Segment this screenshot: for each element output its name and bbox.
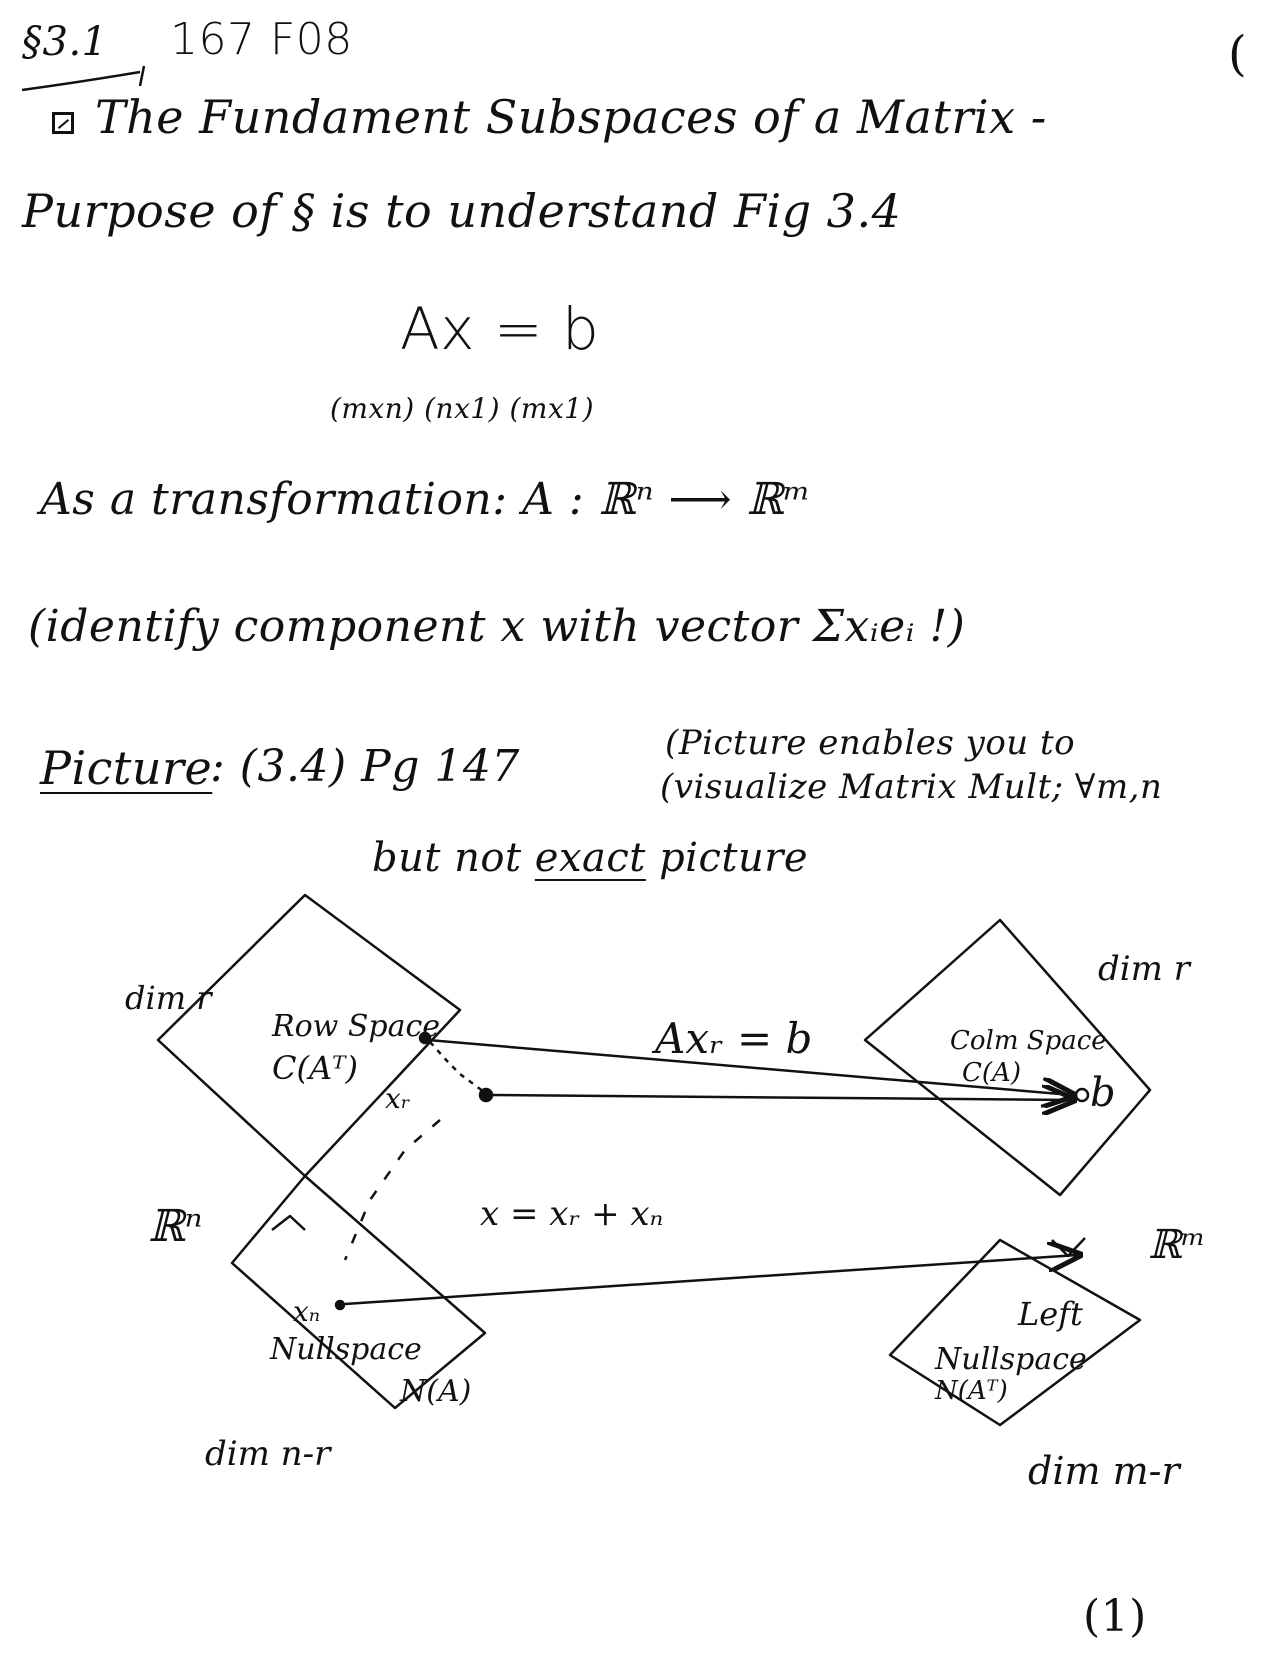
course-code: 167 F08 — [170, 14, 353, 65]
picture-aside-2: (visualize Matrix Mult; ∀m,n — [660, 767, 1163, 807]
nullspace-shape — [230, 1174, 487, 1410]
x-sum-label: x = xᵣ + xₙ — [480, 1194, 664, 1234]
row-space-name: Row Space — [272, 1009, 441, 1044]
nullspace-symbol: N(A) — [400, 1374, 472, 1409]
dashed-xr-to-x — [429, 1041, 485, 1093]
section-number: §3.1 — [22, 19, 108, 65]
identify-note: (identify component x with vector Σxᵢeᵢ … — [28, 601, 966, 652]
xn-dot — [334, 1299, 346, 1311]
b-label: b — [1090, 1070, 1116, 1116]
caveat-prefix: but not — [372, 835, 535, 881]
equation-main: Ax = b — [400, 295, 600, 363]
section-underline — [21, 65, 146, 92]
nullspace-name: Nullspace — [270, 1332, 422, 1367]
arrow-xr-to-b — [427, 1038, 1072, 1095]
purpose-line: Purpose of § is to understand Fig 3.4 — [22, 184, 902, 238]
picture-aside-1: (Picture enables you to — [665, 723, 1076, 763]
left-nullspace-label-1: Left — [1018, 1295, 1083, 1333]
dashed-x-to-xn — [343, 1119, 441, 1261]
rn-label: ℝⁿ — [148, 1201, 203, 1252]
picture-label: Picture — [40, 741, 213, 795]
right-dim-bottom: dim m-r — [1028, 1449, 1180, 1493]
xn-label: xₙ — [293, 1295, 321, 1328]
caveat-suffix: picture — [645, 835, 809, 881]
equation-dims: (mxn) (nx1) (mx1) — [330, 392, 595, 425]
left-dim-top: dim r — [125, 979, 212, 1017]
left-nullspace-label-2: Nullspace — [935, 1342, 1087, 1377]
left-dim-bottom: dim n-r — [205, 1434, 331, 1474]
b-dot — [1074, 1087, 1090, 1103]
checkbox-icon — [52, 112, 74, 134]
rm-label: ℝᵐ — [1148, 1222, 1206, 1268]
arrow-x-to-b — [489, 1095, 1072, 1100]
caveat-emphasis: exact — [534, 835, 646, 881]
page-mark: ( — [1228, 26, 1248, 82]
right-angle-left — [271, 1214, 306, 1231]
right-dim-top: dim r — [1098, 949, 1190, 989]
arrow-xn-to-zero — [344, 1255, 1078, 1306]
page-number: (1) — [1083, 1591, 1147, 1642]
left-nullspace-shape — [888, 1238, 1142, 1427]
row-space-shape — [156, 893, 462, 1178]
col-space-symbol: C(A) — [962, 1058, 1021, 1088]
picture-ref: : (3.4) Pg 147 — [210, 741, 520, 792]
xr-dot — [418, 1031, 432, 1045]
transformation-line: As a transformation: A : ℝⁿ ⟶ ℝᵐ — [40, 474, 812, 525]
xr-label: xᵣ — [385, 1082, 411, 1115]
right-angle-right — [1051, 1237, 1086, 1258]
axr-label: Axᵣ = b — [655, 1014, 813, 1063]
row-space-symbol: C(Aᵀ) — [272, 1049, 358, 1087]
col-space-name: Colm Space — [950, 1026, 1107, 1056]
column-space-shape — [863, 918, 1152, 1197]
picture-caveat: but not exact picture — [372, 838, 808, 878]
page-title: The Fundament Subspaces of a Matrix - — [95, 90, 1047, 144]
left-nullspace-symbol: N(Aᵀ) — [935, 1376, 1008, 1406]
